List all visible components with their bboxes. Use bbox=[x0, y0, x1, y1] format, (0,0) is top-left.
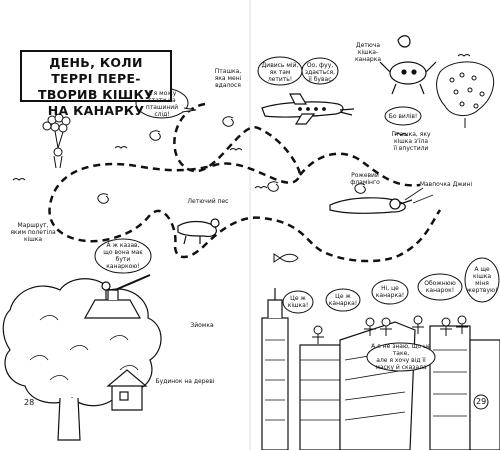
label-crest: Зйомка bbox=[190, 322, 214, 329]
bubble-plane-2: Оо, фуу,здається,її бувас bbox=[304, 61, 336, 83]
house-icon bbox=[106, 369, 148, 411]
dashed-flight-path-upper bbox=[299, 152, 421, 187]
bubble-bottom: А я не знаю, що це таке,але я хочу від ї… bbox=[371, 343, 431, 371]
fish-icon bbox=[273, 253, 299, 263]
swirl-marks bbox=[97, 116, 366, 204]
flying-dog-icon bbox=[177, 218, 220, 245]
cat-canary-icon bbox=[379, 35, 437, 95]
label-monkey-jinny: Мавпочка Джині bbox=[419, 181, 473, 188]
treehouse-icon bbox=[83, 274, 151, 319]
title-line-1: ДЕНЬ, КОЛИ ТЕРРІ ПЕРЕ- bbox=[49, 55, 143, 86]
tree-crowd-icon bbox=[436, 61, 494, 128]
label-flying-dog: Летючий пес bbox=[187, 198, 229, 205]
page-number-right: 29 bbox=[476, 397, 487, 406]
title-line-2: ТВОРИВ КІШКУ НА КАНАРКУ bbox=[38, 87, 154, 118]
dashed-flight-path bbox=[48, 102, 442, 263]
airplane-icon bbox=[261, 93, 355, 125]
bubble-grab: Бо вилів! bbox=[388, 112, 418, 120]
balloon-bunch-icon bbox=[42, 113, 71, 169]
page-title: ДЕНЬ, КОЛИ ТЕРРІ ПЕРЕ- ТВОРИВ КІШКУ НА К… bbox=[20, 50, 172, 118]
rooftop-people bbox=[312, 315, 468, 344]
page-number-left: 28 bbox=[24, 398, 35, 407]
tree-icon bbox=[2, 278, 162, 441]
flamingo-dog-icon bbox=[329, 187, 434, 214]
label-treehouse: Будинок на дереві bbox=[155, 378, 215, 385]
